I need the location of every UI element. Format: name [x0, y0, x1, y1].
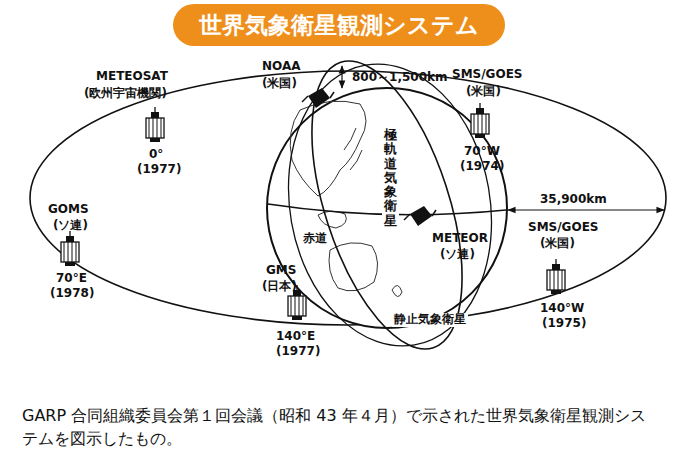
altitude-label: 800～1,500km [352, 71, 448, 85]
year-label: (1975) [542, 317, 586, 331]
equator-label: 赤道 [303, 232, 327, 246]
caption-text: GARP 合同組織委員会第１回会議（昭和 43 年４月）で示された世界気象衛星観… [22, 404, 658, 450]
satellite-name: GOMS [48, 203, 89, 217]
longitude-label: 0° [149, 148, 163, 162]
agency-label: (米国) [262, 77, 297, 91]
longitude-label: 70°E [56, 272, 87, 286]
agency-label: (米国) [466, 85, 501, 99]
title-banner: 世界気象衛星観測システム [173, 4, 505, 46]
satellite-name: METEOR [432, 232, 488, 246]
distance-label: 35,900km [540, 193, 607, 207]
longitude-label: 70°W [464, 145, 500, 159]
year-label: (1977) [276, 345, 320, 359]
year-label: (1974) [460, 160, 504, 174]
agency-label: (ソ連) [53, 219, 88, 233]
orbit-name: 極軌道気象衛星 [382, 128, 399, 228]
satellite-name: NOAA [262, 60, 301, 74]
orbit-name: 静止気象衛星 [392, 313, 468, 327]
agency-label: (ソ連) [440, 248, 475, 262]
agency-label: (欧州宇宙機関) [84, 87, 167, 101]
satellite-name: GMS [266, 264, 296, 278]
satellite-name: SMS/GOES [452, 68, 523, 82]
longitude-label: 140°E [276, 330, 315, 344]
year-label: (1977) [137, 163, 181, 177]
agency-label: (日本) [262, 280, 297, 294]
agency-label: (米国) [540, 237, 575, 251]
longitude-label: 140°W [540, 302, 584, 316]
satellite-name: SMS/GOES [528, 221, 599, 235]
year-label: (1978) [50, 287, 94, 301]
satellite-name: METEOSAT [96, 70, 168, 84]
